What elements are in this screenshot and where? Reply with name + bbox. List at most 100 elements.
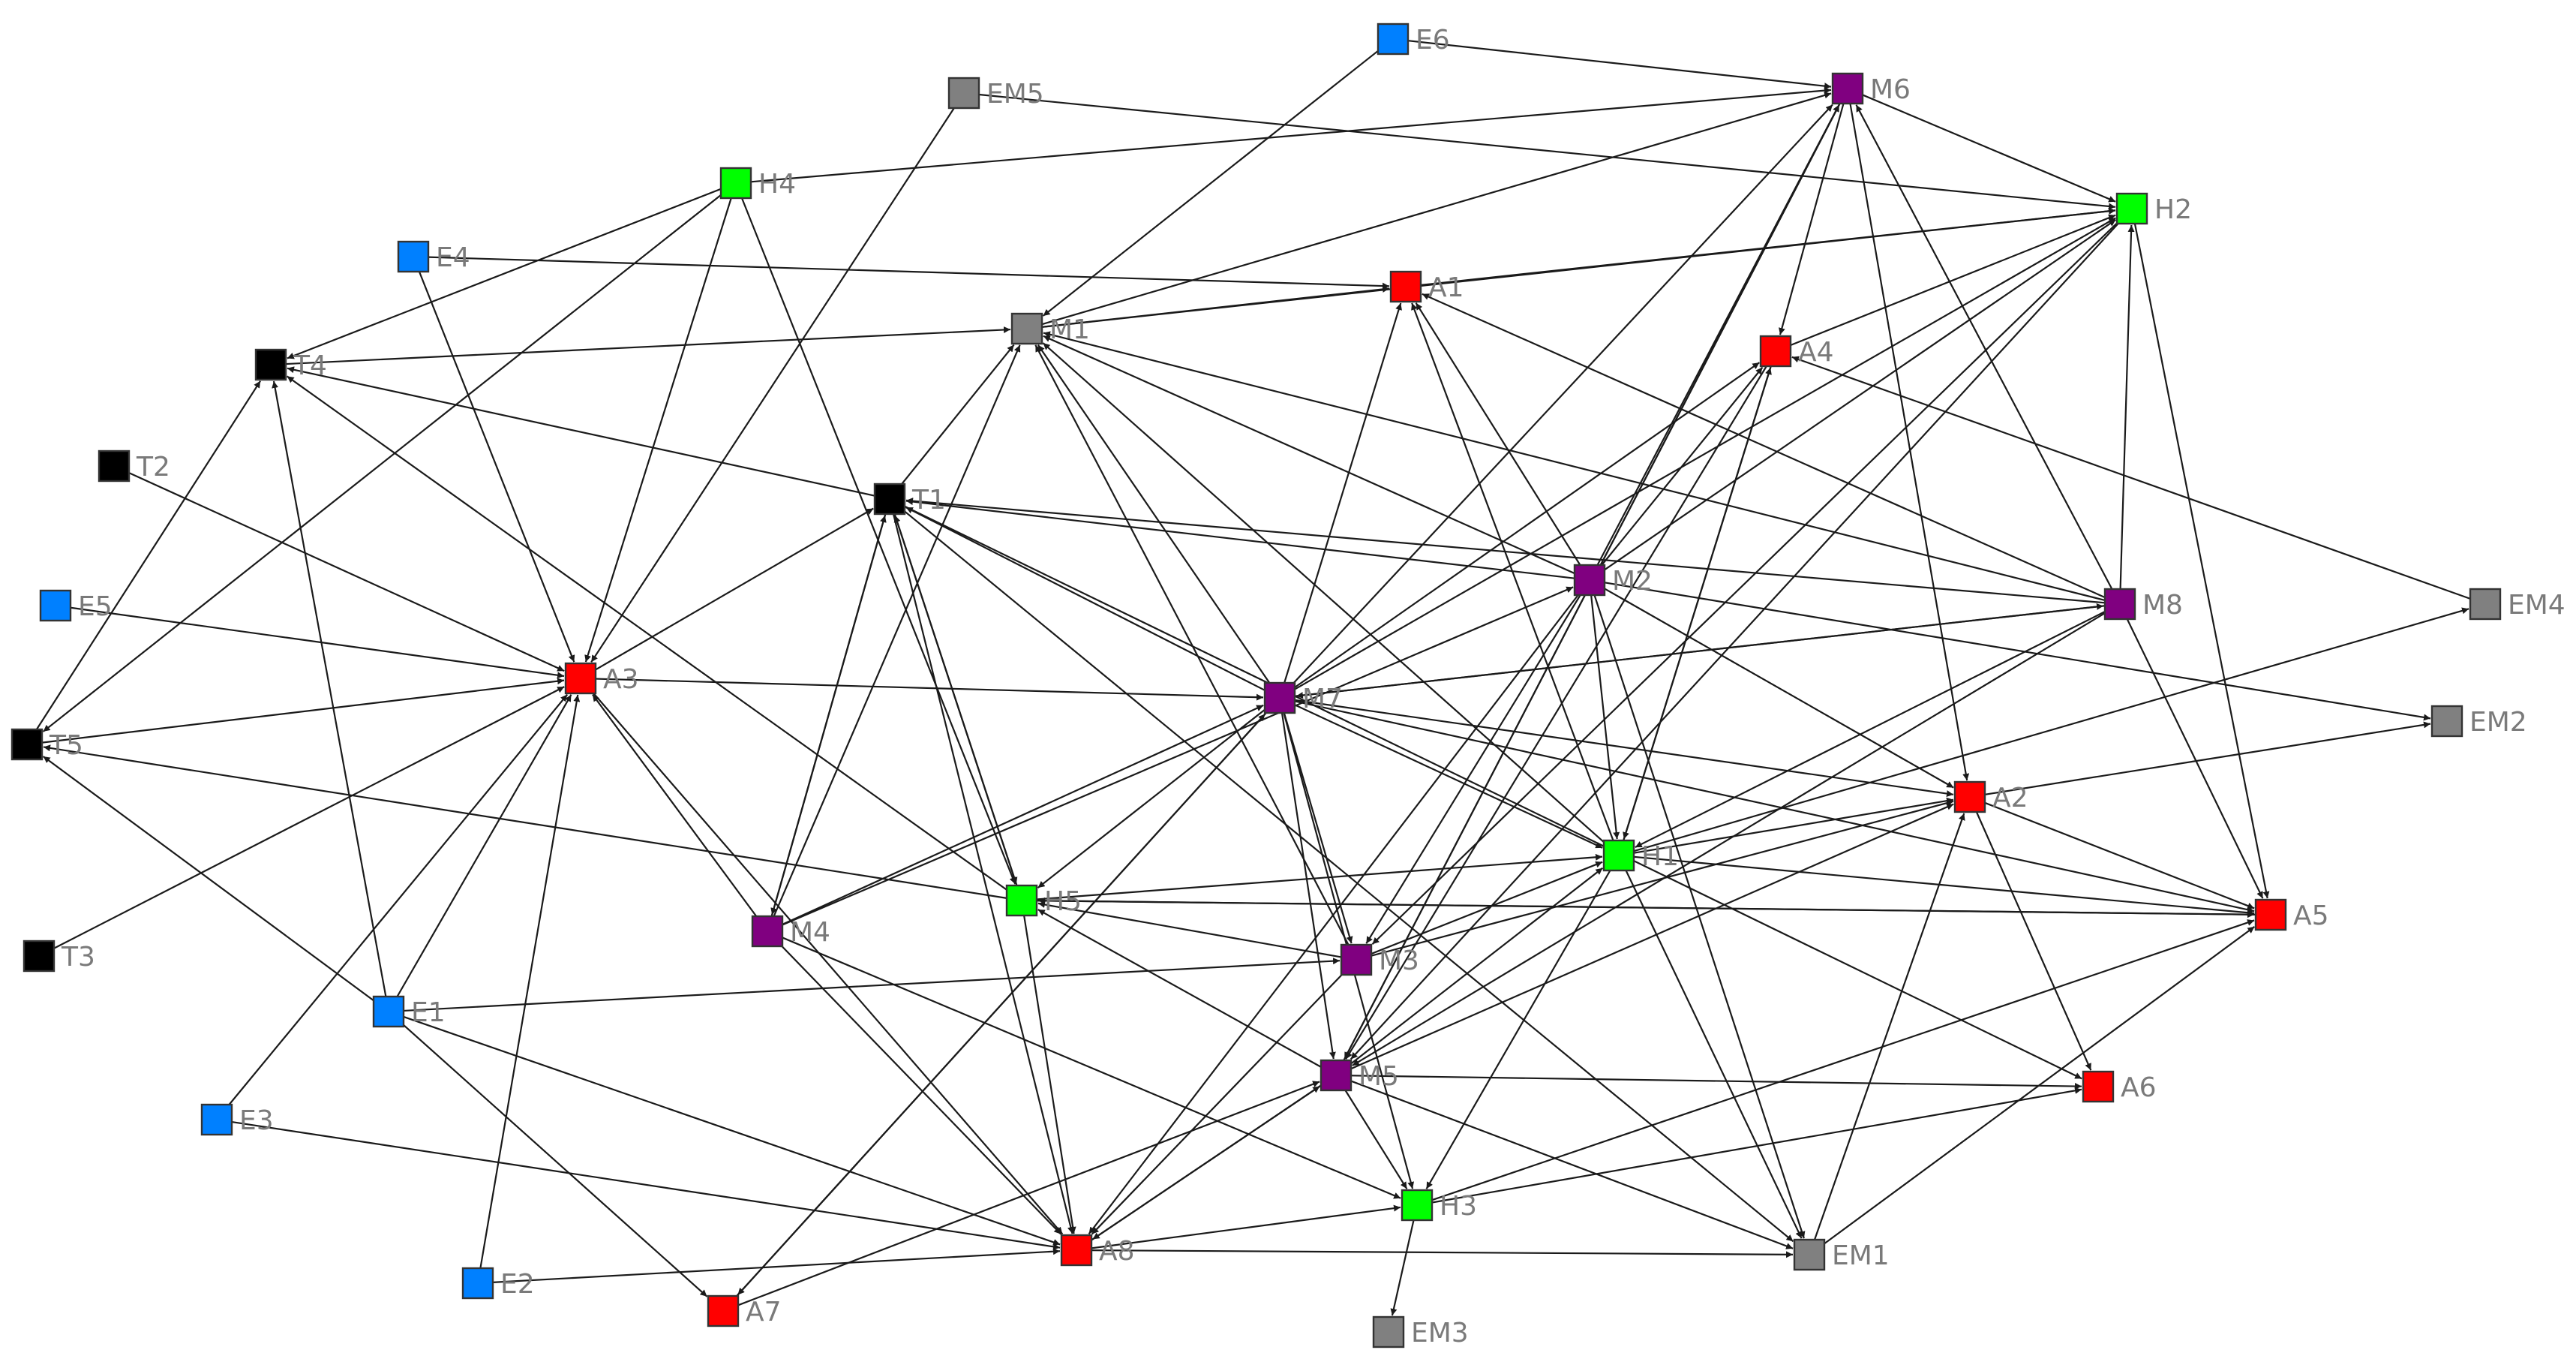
node-h3[interactable]: H3 (1401, 1189, 1477, 1222)
node-t1[interactable]: T1 (873, 483, 946, 516)
node-t4[interactable]: T4 (254, 348, 327, 381)
node-a2[interactable]: A2 (1953, 780, 2028, 813)
edge-h3-to-a6 (1431, 1087, 2082, 1204)
node-m1[interactable]: M1 (1010, 312, 1090, 345)
node-square-a1[interactable] (1389, 270, 1422, 303)
node-square-em4[interactable] (2469, 588, 2502, 621)
edge-m5-to-h3 (1344, 1090, 1408, 1189)
node-a7[interactable]: A7 (707, 1294, 782, 1327)
node-square-e6[interactable] (1377, 23, 1410, 56)
edge-m2-to-m3 (1365, 594, 1581, 944)
node-square-e5[interactable] (39, 589, 72, 622)
node-square-m1[interactable] (1010, 312, 1043, 345)
node-square-e4[interactable] (397, 240, 430, 273)
node-square-t1[interactable] (873, 483, 906, 516)
node-em1[interactable]: EM1 (1793, 1238, 1890, 1271)
node-label-h5: H5 (1044, 886, 1082, 917)
edge-m5-to-h5 (1037, 909, 1322, 1068)
node-m7[interactable]: M7 (1263, 681, 1343, 714)
node-square-a6[interactable] (2082, 1070, 2115, 1103)
node-label-t4: T4 (293, 350, 327, 381)
node-a4[interactable]: A4 (1759, 335, 1834, 368)
node-square-a4[interactable] (1759, 335, 1792, 368)
node-square-em2[interactable] (2430, 705, 2463, 738)
node-square-t4[interactable] (254, 348, 287, 381)
edge-t1-to-em1 (904, 510, 1794, 1243)
edge-t1-to-m1 (901, 344, 1015, 485)
node-a5[interactable]: A5 (2254, 898, 2329, 931)
node-square-a7[interactable] (707, 1294, 740, 1327)
node-square-a3[interactable] (564, 662, 597, 695)
node-square-em1[interactable] (1793, 1238, 1826, 1271)
node-h5[interactable]: H5 (1005, 884, 1082, 917)
node-h2[interactable]: H2 (2115, 192, 2192, 225)
node-square-m8[interactable] (2103, 588, 2136, 621)
edge-h4-to-m6 (750, 87, 1832, 183)
node-a6[interactable]: A6 (2082, 1070, 2157, 1103)
node-square-t5[interactable] (11, 728, 44, 761)
node-square-h5[interactable] (1005, 884, 1038, 917)
node-h4[interactable]: H4 (719, 167, 796, 200)
node-e6[interactable]: E6 (1377, 23, 1450, 56)
node-square-e1[interactable] (372, 995, 405, 1028)
node-h1[interactable]: H1 (1602, 839, 1679, 872)
node-square-a2[interactable] (1953, 780, 1986, 813)
node-square-m7[interactable] (1263, 681, 1296, 714)
edge-m4-to-h3 (782, 937, 1401, 1199)
node-label-e6: E6 (1416, 25, 1450, 56)
node-label-t2: T2 (136, 452, 170, 483)
node-square-t3[interactable] (23, 940, 56, 973)
node-square-a5[interactable] (2254, 898, 2287, 931)
node-square-m5[interactable] (1320, 1059, 1353, 1092)
node-square-e3[interactable] (200, 1103, 233, 1136)
node-a1[interactable]: A1 (1389, 270, 1464, 303)
node-em2[interactable]: EM2 (2430, 705, 2527, 738)
node-square-em3[interactable] (1372, 1315, 1405, 1348)
node-em4[interactable]: EM4 (2469, 588, 2565, 621)
node-square-m2[interactable] (1573, 564, 1606, 597)
node-e3[interactable]: E3 (200, 1103, 274, 1136)
node-m4[interactable]: M4 (751, 915, 830, 948)
node-square-h3[interactable] (1401, 1189, 1434, 1222)
node-e4[interactable]: E4 (397, 240, 470, 273)
edge-h5-to-t5 (43, 744, 1007, 899)
edge-h5-to-t4 (286, 375, 1007, 891)
node-a3[interactable]: A3 (564, 662, 639, 695)
node-e1[interactable]: E1 (372, 995, 446, 1028)
edge-m4-to-m1 (773, 344, 1021, 917)
node-em5[interactable]: EM5 (947, 77, 1044, 110)
edge-m2-to-h1 (1590, 594, 1620, 840)
edge-a8-to-m5 (1091, 1085, 1320, 1241)
node-label-a3: A3 (603, 664, 639, 695)
node-t2[interactable]: T2 (98, 449, 170, 483)
node-square-em5[interactable] (947, 77, 980, 110)
node-square-h1[interactable] (1602, 839, 1635, 872)
node-em3[interactable]: EM3 (1372, 1315, 1469, 1348)
node-m3[interactable]: M3 (1340, 943, 1419, 976)
edge-e6-to-m6 (1407, 40, 1832, 90)
node-square-m6[interactable] (1831, 72, 1864, 105)
node-square-m4[interactable] (751, 915, 784, 948)
node-square-e2[interactable] (461, 1267, 494, 1300)
node-t3[interactable]: T3 (23, 940, 95, 973)
node-square-a8[interactable] (1060, 1234, 1093, 1267)
node-t5[interactable]: T5 (11, 728, 83, 761)
node-square-h2[interactable] (2115, 192, 2148, 225)
node-square-h4[interactable] (719, 167, 752, 200)
node-a8[interactable]: A8 (1060, 1234, 1135, 1267)
node-square-m3[interactable] (1340, 943, 1373, 976)
node-m5[interactable]: M5 (1320, 1059, 1399, 1092)
node-label-a1: A1 (1428, 272, 1464, 303)
edge-h1-to-m1 (1042, 342, 1605, 843)
node-m6[interactable]: M6 (1831, 72, 1911, 105)
node-square-t2[interactable] (98, 449, 131, 483)
edge-a5-to-h5 (1037, 897, 2256, 916)
node-label-e2: E2 (500, 1269, 535, 1300)
node-m8[interactable]: M8 (2103, 588, 2183, 621)
edge-e5-to-a3 (70, 606, 565, 679)
node-m2[interactable]: M2 (1573, 564, 1653, 597)
node-e2[interactable]: E2 (461, 1267, 535, 1300)
node-e5[interactable]: E5 (39, 589, 113, 622)
edge-m6-to-a4 (1779, 103, 1845, 335)
